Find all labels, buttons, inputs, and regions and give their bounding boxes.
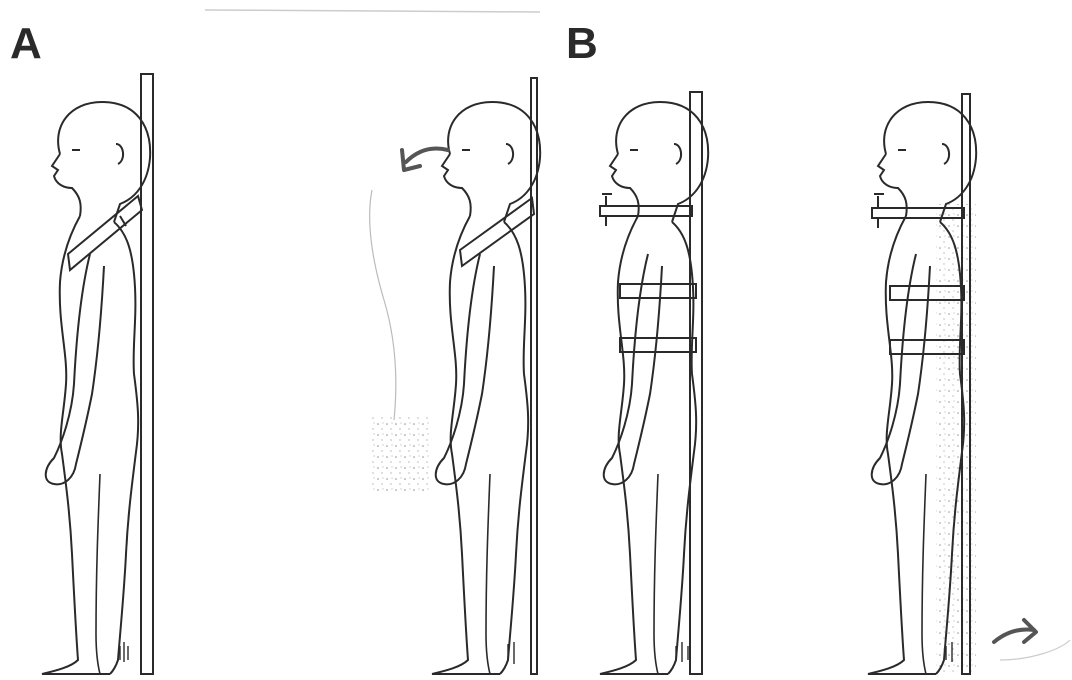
scan-line — [205, 10, 540, 12]
panel-a-figure-1 — [42, 74, 153, 674]
panel-b-figure-2 — [868, 94, 976, 674]
panel-b-motion-arrow — [994, 620, 1070, 660]
panel-a-motion-arrow — [370, 149, 448, 421]
panel-b-figure-1 — [600, 92, 708, 674]
